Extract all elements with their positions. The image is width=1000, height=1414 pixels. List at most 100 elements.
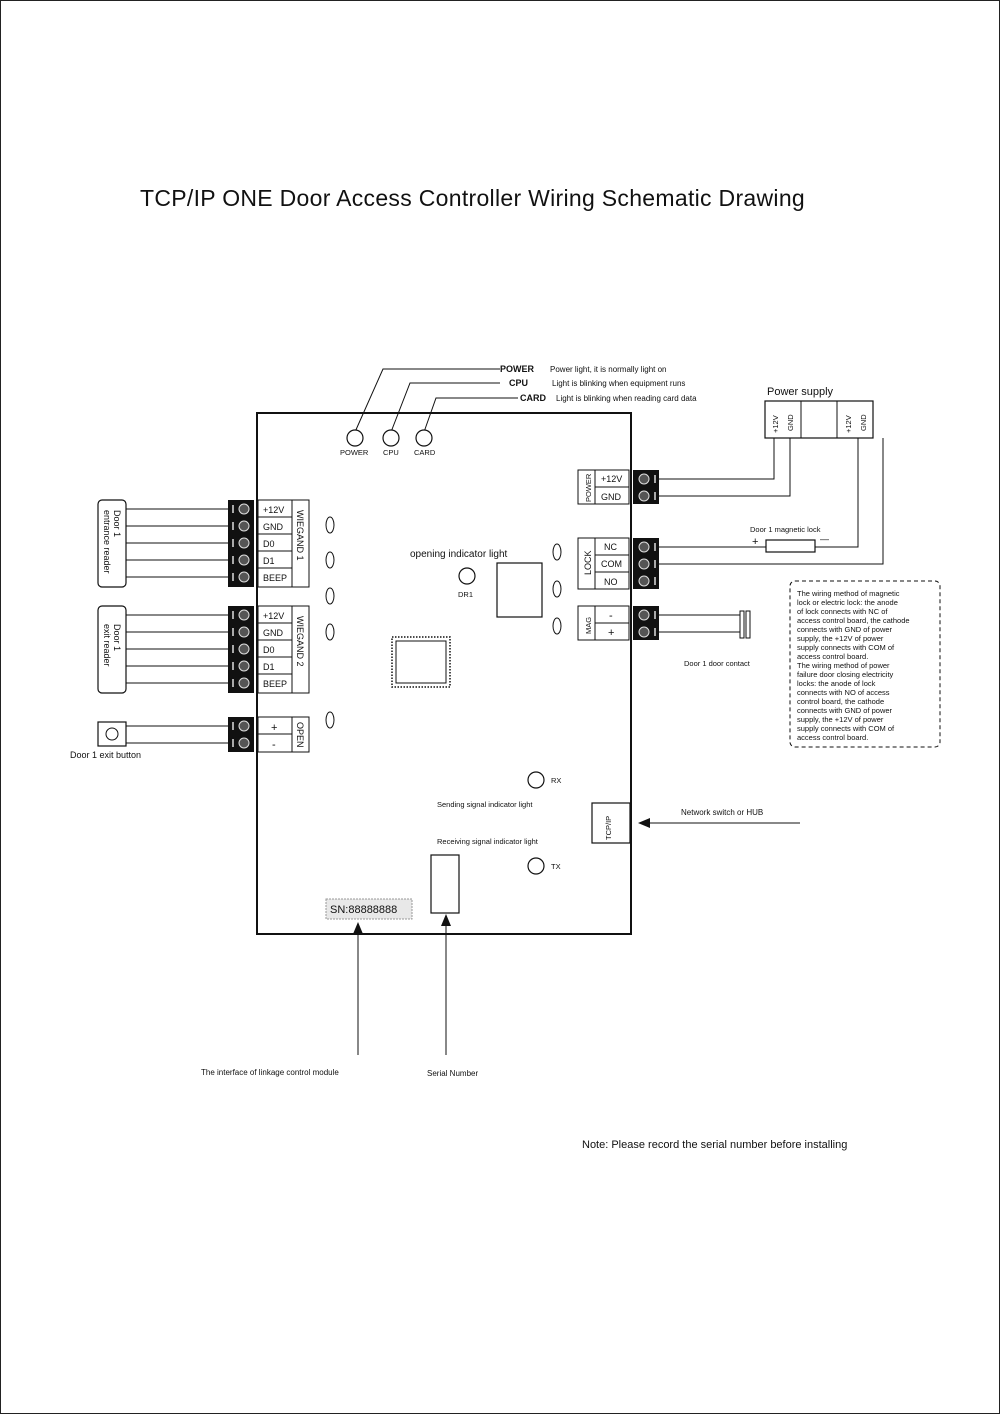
exit-button bbox=[97, 721, 127, 747]
mag-block-name: MAG bbox=[584, 617, 593, 634]
mag-terminal-block bbox=[577, 605, 659, 641]
svg-text:supply connects with COM of: supply connects with COM of bbox=[797, 643, 895, 652]
mag-wires bbox=[659, 614, 740, 633]
mag-pin-minus: - bbox=[609, 610, 613, 622]
svg-text:of lock connects with NC of: of lock connects with NC of bbox=[797, 607, 888, 616]
sn-sticker bbox=[325, 898, 413, 920]
power-led-label: POWER bbox=[340, 448, 369, 457]
w2-name: WIEGAND 2 bbox=[295, 616, 305, 667]
entrance-reader-line1: Door 1 bbox=[112, 510, 122, 537]
power-block-name: POWER bbox=[584, 473, 593, 502]
svg-text:connects with GND of power: connects with GND of power bbox=[797, 706, 893, 715]
door-contact bbox=[739, 610, 751, 639]
w1-pin-gnd: GND bbox=[263, 522, 284, 532]
svg-text:lock or electric lock: the ano: lock or electric lock: the anode bbox=[797, 598, 898, 607]
svg-text:locks: the anode of lock: locks: the anode of lock bbox=[797, 679, 876, 688]
svg-text:connects with NO of access: connects with NO of access bbox=[797, 688, 890, 697]
serial-number-label: Serial Number bbox=[427, 1069, 478, 1078]
svg-text:failure door closing electrici: failure door closing electricity bbox=[797, 670, 894, 679]
tcpip-port bbox=[591, 802, 631, 844]
wiegand2-wires bbox=[126, 614, 232, 684]
svg-text:control board, the cathode: control board, the cathode bbox=[797, 697, 884, 706]
rx-label: RX bbox=[551, 776, 561, 785]
lock-pin-nc: NC bbox=[604, 542, 617, 552]
power-terminal-block bbox=[577, 469, 659, 505]
open-name: OPEN bbox=[295, 722, 305, 748]
entrance-reader-line2: entrance reader bbox=[102, 510, 112, 574]
rx-led bbox=[527, 771, 545, 789]
lock-terminal-block bbox=[577, 537, 659, 590]
linkage-arrow-head bbox=[353, 922, 363, 934]
linkage-connector bbox=[430, 854, 460, 914]
ps-terminal-3: +12V bbox=[844, 415, 853, 433]
svg-text:access control board.: access control board. bbox=[797, 652, 868, 661]
network-label: Network switch or HUB bbox=[681, 808, 763, 817]
tcpip-label: TCP/IP bbox=[604, 816, 613, 840]
power-supply-wires bbox=[659, 438, 884, 565]
magnetic-lock-minus: — bbox=[820, 534, 829, 544]
svg-text:supply connects with COM of: supply connects with COM of bbox=[797, 724, 895, 733]
tx-desc: Receiving signal indicator light bbox=[437, 837, 539, 846]
opening-indicator-label: opening indicator light bbox=[410, 549, 508, 560]
serial-arrow-head bbox=[441, 914, 451, 926]
magnetic-lock-label: Door 1 magnetic lock bbox=[750, 525, 821, 534]
lock-pin-no: NO bbox=[604, 577, 618, 587]
ps-terminal-1: +12V bbox=[771, 415, 780, 433]
lock-pin-com: COM bbox=[601, 559, 622, 569]
cpu-led-name: CPU bbox=[509, 378, 528, 388]
exit-button-label: Door 1 exit button bbox=[70, 750, 141, 760]
cpu-led-label: CPU bbox=[383, 448, 399, 457]
opening-indicator-led bbox=[458, 567, 476, 585]
dr1-label: DR1 bbox=[458, 590, 473, 599]
card-led bbox=[415, 429, 433, 447]
door-contact-label: Door 1 door contact bbox=[684, 659, 751, 668]
svg-text:access control board, the cath: access control board, the cathode bbox=[797, 616, 910, 625]
w2-pin-gnd: GND bbox=[263, 628, 284, 638]
open-terminal bbox=[228, 716, 310, 753]
w2-pin-d0: D0 bbox=[263, 645, 275, 655]
wiring-note-text: The wiring method of magnetic lock or el… bbox=[797, 589, 910, 742]
magnetic-lock bbox=[765, 539, 816, 553]
power-supply-title: Power supply bbox=[767, 386, 834, 398]
w1-name: WIEGAND 1 bbox=[295, 510, 305, 561]
sn-text: SN:88888888 bbox=[330, 904, 397, 916]
rx-desc: Sending signal indicator light bbox=[437, 800, 533, 809]
board-ovals bbox=[325, 516, 562, 729]
wiegand1-wires bbox=[126, 508, 232, 578]
w2-pin-12v: +12V bbox=[263, 611, 284, 621]
ps-terminal-4: GND bbox=[859, 414, 868, 431]
cpu-led bbox=[382, 429, 400, 447]
svg-text:supply, the +12V of power: supply, the +12V of power bbox=[797, 715, 884, 724]
power-led-desc: Power light, it is normally light on bbox=[550, 365, 667, 374]
svg-text:access control board.: access control board. bbox=[797, 733, 868, 742]
card-led-desc: Light is blinking when reading card data bbox=[556, 394, 697, 403]
tx-led bbox=[527, 857, 545, 875]
w2-pin-beep: BEEP bbox=[263, 679, 287, 689]
power-led bbox=[346, 429, 364, 447]
power-supply-box bbox=[764, 400, 874, 439]
w1-pin-12v: +12V bbox=[263, 505, 284, 515]
power-block-pin-gnd: GND bbox=[601, 492, 622, 502]
open-pin-minus: - bbox=[272, 739, 276, 751]
card-led-name: CARD bbox=[520, 393, 546, 403]
svg-text:The wiring method of power: The wiring method of power bbox=[797, 661, 890, 670]
network-arrow-head bbox=[638, 818, 650, 828]
exit-reader-line1: Door 1 bbox=[112, 624, 122, 651]
install-note: Note: Please record the serial number be… bbox=[582, 1139, 847, 1151]
magnetic-lock-plus: + bbox=[752, 536, 758, 548]
power-led-name: POWER bbox=[500, 364, 535, 374]
svg-text:connects with GND of power: connects with GND of power bbox=[797, 625, 893, 634]
card-led-label: CARD bbox=[414, 448, 436, 457]
wiegand1-terminal bbox=[228, 499, 310, 588]
power-block-pin-12v: +12V bbox=[601, 474, 622, 484]
w1-pin-beep: BEEP bbox=[263, 573, 287, 583]
exit-reader-line2: exit reader bbox=[102, 624, 112, 667]
wiegand2-terminal bbox=[228, 605, 310, 694]
linkage-label: The interface of linkage control module bbox=[201, 1068, 339, 1077]
tx-label: TX bbox=[551, 862, 561, 871]
lock-block-name: LOCK bbox=[583, 550, 593, 575]
svg-text:supply, the +12V of power: supply, the +12V of power bbox=[797, 634, 884, 643]
wiring-note-box bbox=[789, 580, 941, 748]
controller-board bbox=[256, 412, 632, 935]
